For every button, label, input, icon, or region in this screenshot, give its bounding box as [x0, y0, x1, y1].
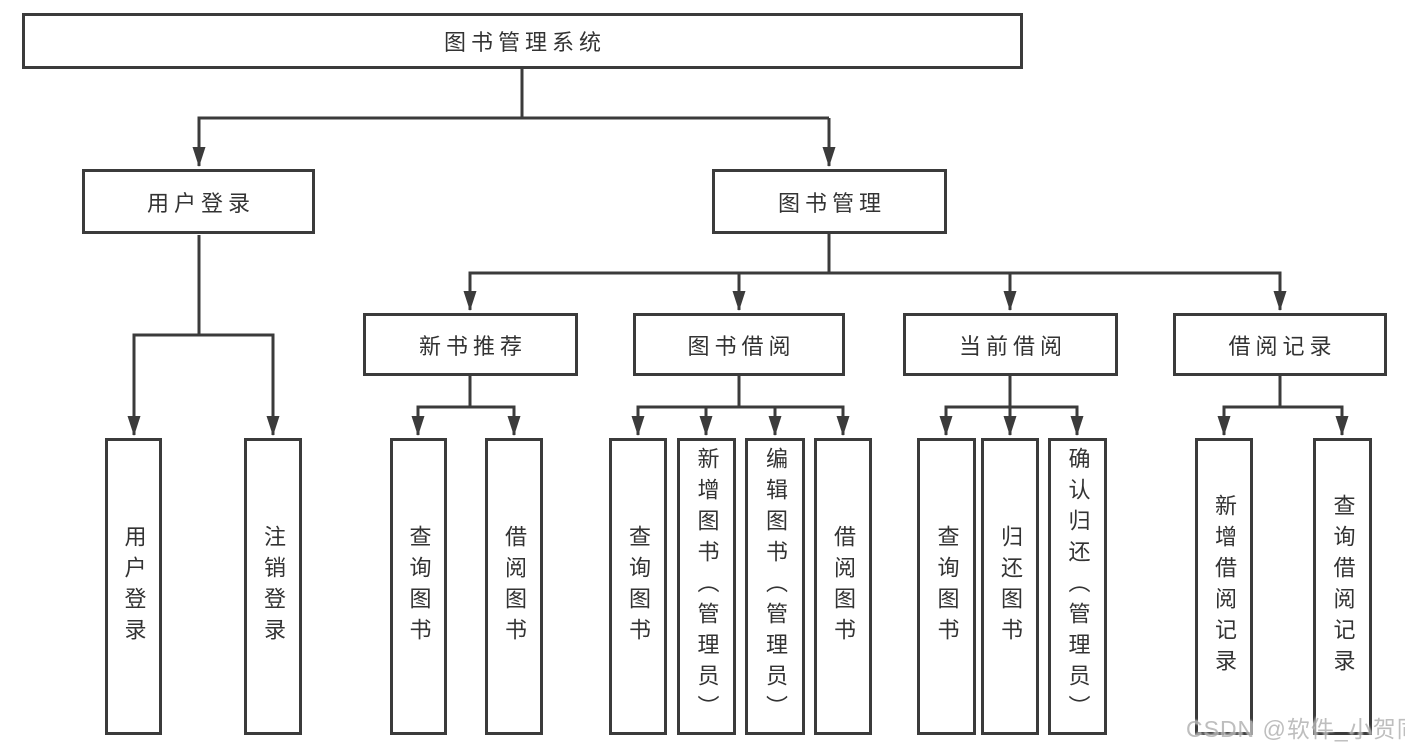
leaf-add-books-admin-label: 新增图书（管理员）	[694, 447, 720, 726]
node-current-borrowing-label: 当前借阅	[958, 333, 1067, 359]
leaf-query-books-borrowing: 查询图书	[609, 438, 667, 735]
leaf-edit-books-admin: 编辑图书（管理员）	[745, 438, 805, 735]
node-user-login: 用户登录	[82, 169, 315, 234]
leaf-user-login: 用户登录	[105, 438, 162, 735]
leaf-confirm-return-admin-label: 确认归还（管理员）	[1065, 447, 1091, 726]
node-book-borrowing: 图书借阅	[633, 313, 845, 376]
leaf-add-borrow-record-label: 新增借阅记录	[1212, 493, 1237, 680]
node-borrowing-records-label: 借阅记录	[1228, 333, 1337, 359]
leaf-query-books-recommend: 查询图书	[390, 438, 447, 735]
node-new-book-recommend: 新书推荐	[363, 313, 578, 376]
node-book-borrowing-label: 图书借阅	[687, 333, 796, 359]
leaf-query-borrow-record-label: 查询借阅记录	[1330, 493, 1356, 680]
leaf-add-borrow-record: 新增借阅记录	[1195, 438, 1253, 735]
leaf-borrow-books-recommend: 借阅图书	[485, 438, 543, 735]
leaf-logout: 注销登录	[244, 438, 302, 735]
leaf-borrow-books-label: 借阅图书	[831, 524, 856, 649]
node-user-login-label: 用户登录	[146, 190, 255, 216]
node-root: 图书管理系统	[22, 13, 1023, 69]
leaf-user-login-label: 用户登录	[121, 524, 147, 649]
leaf-return-books: 归还图书	[981, 438, 1039, 735]
leaf-edit-books-admin-label: 编辑图书（管理员）	[763, 447, 788, 726]
leaf-query-books-borrowing-label: 查询图书	[626, 524, 651, 649]
leaf-query-books-recommend-label: 查询图书	[406, 524, 432, 649]
node-root-label: 图书管理系统	[443, 30, 606, 55]
leaf-return-books-label: 归还图书	[998, 524, 1023, 649]
node-book-management: 图书管理	[712, 169, 947, 234]
leaf-query-books-current-label: 查询图书	[934, 524, 960, 649]
leaf-query-books-current: 查询图书	[917, 438, 976, 735]
node-current-borrowing: 当前借阅	[903, 313, 1118, 376]
leaf-borrow-books: 借阅图书	[814, 438, 872, 735]
leaf-query-borrow-record: 查询借阅记录	[1313, 438, 1372, 735]
node-book-management-label: 图书管理	[777, 190, 886, 216]
node-borrowing-records: 借阅记录	[1173, 313, 1387, 376]
leaf-add-books-admin: 新增图书（管理员）	[677, 438, 736, 735]
watermark: CSDN @软件_小贺同学	[1186, 716, 1405, 742]
leaf-borrow-books-recommend-label: 借阅图书	[502, 524, 527, 649]
leaf-confirm-return-admin: 确认归还（管理员）	[1048, 438, 1107, 735]
leaf-logout-label: 注销登录	[261, 524, 286, 649]
node-new-book-recommend-label: 新书推荐	[418, 333, 527, 359]
